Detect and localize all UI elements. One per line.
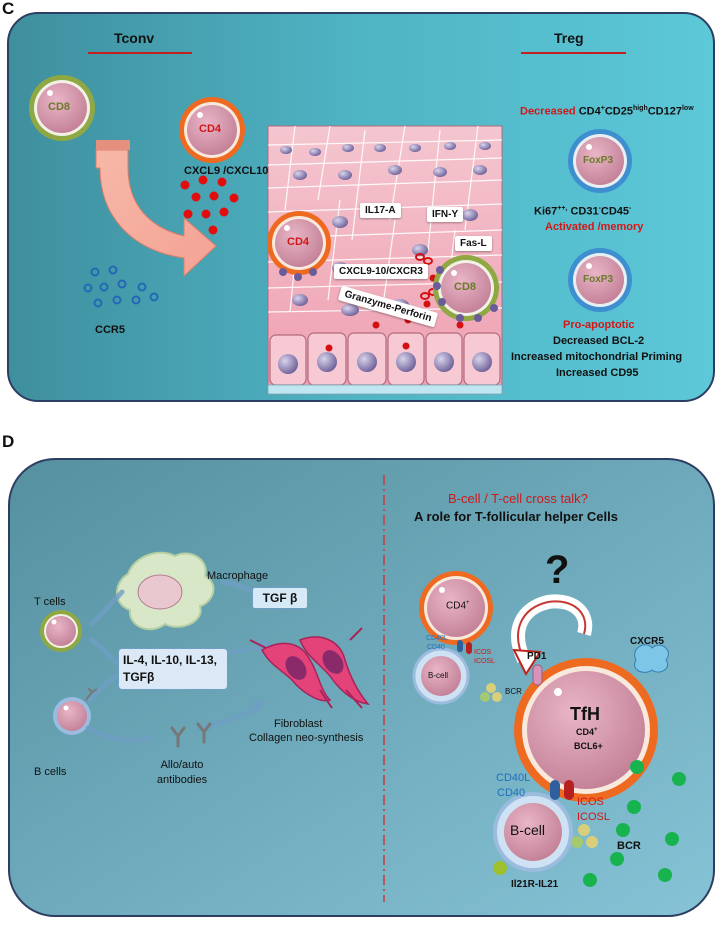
big-cd40: CD40 [497,787,526,799]
fibroblast-label: Fibroblast [274,718,323,730]
small-cd40: CD40 [427,644,445,651]
big-bcell [493,792,573,872]
small-cd4-text: CD4 [446,600,467,612]
allo-auto-label: Allo/auto antibodies [156,759,208,786]
big-cd40l: CD40L [496,772,531,784]
activated-label: Activated /memory [545,221,644,233]
ccr5-receptor-dots [83,265,159,308]
tissue-cd4-receptors [279,268,317,281]
pd1-receptor [532,664,543,686]
cd95-label: Increased CD95 [556,367,639,379]
collagen-label: Collagen neo-synthesis [249,732,364,744]
tissue-cd8-label: CD8 [454,281,477,293]
ccr5-label: CCR5 [95,324,125,336]
tissue-cd4-cell [267,211,331,275]
panel-d-letter: D [2,432,15,451]
t-cell-d [40,610,82,652]
pd1-label: PD1 [527,651,547,662]
il17a-label: IL17-A [360,203,401,218]
b-cell-d [53,687,98,735]
cd31-sup: - [598,205,601,212]
t-cells-label: T cells [34,596,66,608]
fasl-label: Fas-L [455,236,492,251]
cxcr5-label: CXCR5 [630,636,664,647]
tfh-cell [514,658,658,802]
cd31-marker: CD31 [570,205,599,218]
small-icosl: ICOSL [474,658,496,665]
macrophage-cell [116,551,215,631]
cross-talk-title: B-cell / T-cell cross talk? [448,491,588,506]
b-cells-label: B cells [34,766,67,778]
big-receptors [493,780,598,875]
cd4-sup: + [600,105,605,112]
decreased-word: Decreased [520,105,576,118]
cd4-label: CD4 [199,123,222,135]
ki67-line: Ki67++, CD31-CD45- [534,205,631,218]
cd45-sup: - [629,205,632,212]
cd8-label: CD8 [48,101,71,113]
foxp3-label-1: FoxP3 [583,155,614,166]
foxp3-cell-2 [568,248,632,312]
cd25-marker: CD25 [604,105,633,118]
cd4-cell-tconv [179,97,245,163]
antibody-icons [170,722,212,748]
small-cd4-cell [419,571,493,645]
cd4-marker: CD4 [578,105,601,118]
tissue-cd4-label: CD4 [287,236,310,248]
cd8-cell-tconv [29,75,95,141]
tfh-label: TfH [570,704,600,724]
fibroblast-cells [249,627,370,709]
small-bcell [412,647,470,705]
pro-apoptotic-label: Pro-apoptotic [563,319,635,331]
small-cd4-sup: + [466,600,470,606]
panel-c-letter: C [2,0,15,18]
question-mark: ? [545,548,570,592]
cd127-marker: CD127 [647,105,682,118]
cxcl-label: CXCL9 /CXCL10 [184,165,269,177]
bcl2-label: Decreased BCL-2 [553,335,645,347]
big-icos: ICOS [577,796,604,808]
mito-label: Increased mitochondrial Priming [511,351,683,363]
small-cd40l: CD40L [426,635,448,642]
big-bcr-label: BCR [617,840,641,852]
tissue-cd8-cell [433,255,499,321]
macrophage-label: Macrophage [207,570,269,582]
treg-title: Treg [554,30,584,46]
tfh-cd4-sup: + [594,727,598,733]
ki67-sup: ++, [557,205,568,212]
big-icosl: ICOSL [577,811,611,823]
tfh-role-title: A role for T-follicular helper Cells [414,509,618,524]
ki67-marker: Ki67 [534,205,558,218]
cxcl-chemokine-dots [180,175,239,235]
big-bcell-label: B-cell [510,822,546,838]
treg-phenotype: Decreased CD4+CD25highCD127low [520,105,694,118]
small-cd4-label: CD4+ [446,600,470,611]
bcl6-label: BCL6+ [574,741,603,751]
ifn-label: IFN-Y [427,207,464,222]
tfh-cd4-label: CD4+ [576,727,598,737]
tgf-box: TGF β [252,587,308,609]
cxcr5-receptor [634,644,669,673]
small-receptors [457,640,502,702]
tconv-title: Tconv [114,30,155,46]
curved-arrow-icon [95,140,217,278]
small-bcr-label: BCR [505,687,522,696]
foxp3-cell-1 [568,129,632,193]
small-bcell-label: B-cell [428,671,449,680]
il21-dots [583,760,686,887]
question-arrow-icon [511,594,593,677]
small-icos: ICOS [474,649,492,656]
cxcl-cxcr3-label: CXCL9-10/CXCR3 [334,264,428,279]
tfh-cd4-text: CD4 [576,727,595,737]
foxp3-label-2: FoxP3 [583,274,614,285]
cytokines-box: IL-4, IL-10, IL-13, TGFβ [118,648,228,690]
cd25-sup: high [632,105,648,112]
cd45-marker: CD45 [600,205,630,218]
cd127-sup: low [681,105,694,112]
tissue-cd8-receptors [433,266,498,322]
il21-label: Il21R-IL21 [511,879,559,890]
